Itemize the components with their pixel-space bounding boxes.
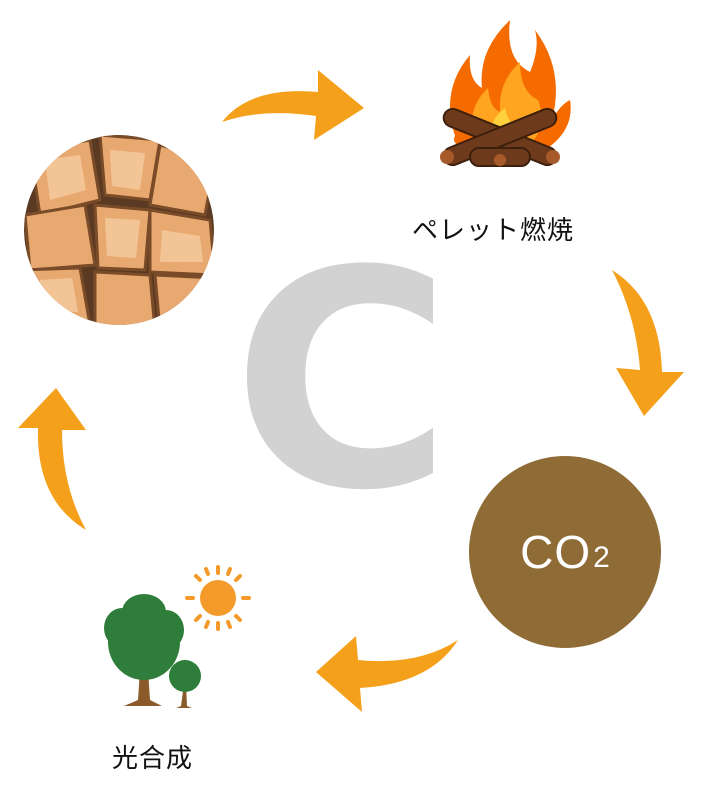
arrow-tree-to-wood — [18, 388, 86, 530]
sun-icon — [185, 565, 251, 631]
co2-subscript: 2 — [593, 541, 610, 574]
combustion-label: ペレット燃焼 — [412, 216, 575, 246]
arrow-co2-to-tree — [316, 636, 458, 712]
tree-icon — [104, 594, 201, 708]
campfire-icon — [440, 20, 571, 167]
arrow-wood-to-fire — [222, 70, 364, 140]
co2-label: CO — [520, 526, 592, 578]
firewood-icon — [24, 135, 214, 325]
cycle-arrows — [18, 70, 684, 712]
center-carbon-letter: C — [232, 207, 453, 556]
arrow-fire-to-co2 — [612, 270, 684, 416]
photosynthesis-label: 光合成 — [112, 744, 194, 774]
